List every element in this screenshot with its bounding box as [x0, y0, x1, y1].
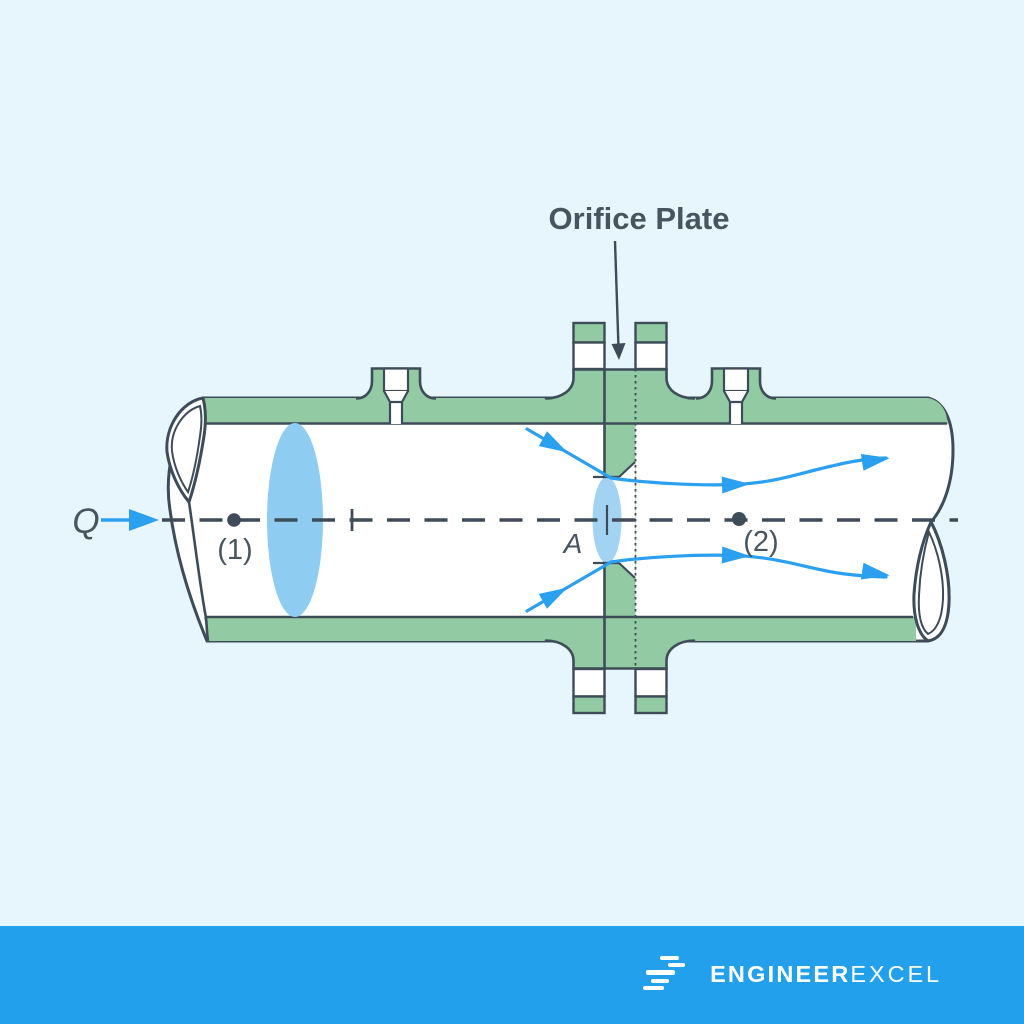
flange-bolts [572, 321, 668, 715]
left-tap-channel [388, 400, 404, 424]
lower-streamline-arrowhead-start [538, 587, 568, 609]
lower-streamline-arrowhead-end [860, 562, 890, 580]
left-tap-funnel [384, 391, 408, 402]
pipe-ends [165, 396, 951, 643]
title-leader-arrow [611, 240, 626, 360]
upper-streamline-arrowhead-start [538, 431, 568, 453]
brand-wordmark: ENGINEEREXCEL [710, 963, 942, 987]
leader-arrowhead [611, 343, 626, 360]
station-point-1 [227, 513, 241, 527]
left-pipe-end-rim [170, 404, 203, 495]
brand-word-engineer: ENGINEER [710, 961, 851, 988]
left-flange-top [546, 369, 605, 399]
speed-line-1 [660, 956, 680, 960]
right-pipe-end-rim [917, 529, 945, 636]
brand-lockup: ENGINEEREXCEL [643, 955, 942, 995]
lower-streamline-arrowhead-mid [721, 546, 750, 564]
bolt-top-right-nut [634, 321, 668, 344]
bolt-top-left-nut [572, 321, 606, 344]
speed-line-4 [651, 979, 670, 983]
footer-bar: ENGINEEREXCEL [0, 926, 1024, 1024]
flow-streamlines [525, 427, 890, 613]
orifice-area-label: A [562, 528, 583, 559]
left-tap-bore [382, 367, 410, 393]
right-tap-funnel-lines [723, 390, 749, 403]
station-1-label: (1) [217, 534, 252, 566]
leader-line [613, 240, 620, 349]
left-tap-funnel-lines [383, 390, 409, 403]
station-point-2 [732, 512, 746, 526]
right-flange-top [635, 369, 694, 399]
right-flange-bottom [635, 641, 694, 669]
speed-lines-icon [643, 955, 695, 995]
flow-rate-arrow [101, 509, 159, 531]
speed-line-5 [643, 986, 665, 990]
left-flange-bottom [546, 641, 605, 669]
speed-line-2 [668, 963, 686, 967]
bolt-top-right-shank [634, 341, 668, 371]
station-2-label: (2) [743, 526, 778, 558]
right-tap-funnel [724, 391, 748, 402]
upper-streamline-arrowhead-mid [721, 476, 750, 494]
left-pipe-end-cut-edge [187, 501, 210, 642]
pressure-taps [355, 367, 777, 424]
left-flange-outline [544, 368, 606, 670]
diagram-title: Orifice Plate [549, 201, 730, 236]
orifice-bevel-lines [604, 461, 636, 579]
bolt-top-left-shank [572, 341, 606, 371]
flow-arrow-head [129, 509, 159, 531]
flow-rate-label: Q [72, 502, 99, 541]
right-tap-channel [728, 400, 744, 424]
speed-line-3 [646, 969, 676, 976]
brand-word-excel: EXCEL [850, 961, 942, 988]
bolt-bottom-left-nut [572, 695, 606, 715]
pipe-bottom-wall [204, 617, 916, 641]
upper-streamline-arrowhead-end [860, 453, 890, 471]
right-flange-outline [634, 368, 696, 670]
bolt-bottom-right-nut [634, 695, 668, 715]
right-tap-bore [722, 367, 750, 393]
pipe-top-wall [201, 398, 948, 424]
right-pipe-end-opening [912, 520, 951, 643]
bolt-bottom-left-shank [572, 667, 606, 698]
diagram-labels: Orifice Plate Q (1) (2) A [72, 201, 778, 566]
bolt-bottom-right-shank [634, 667, 668, 698]
centerline-group [162, 475, 958, 565]
